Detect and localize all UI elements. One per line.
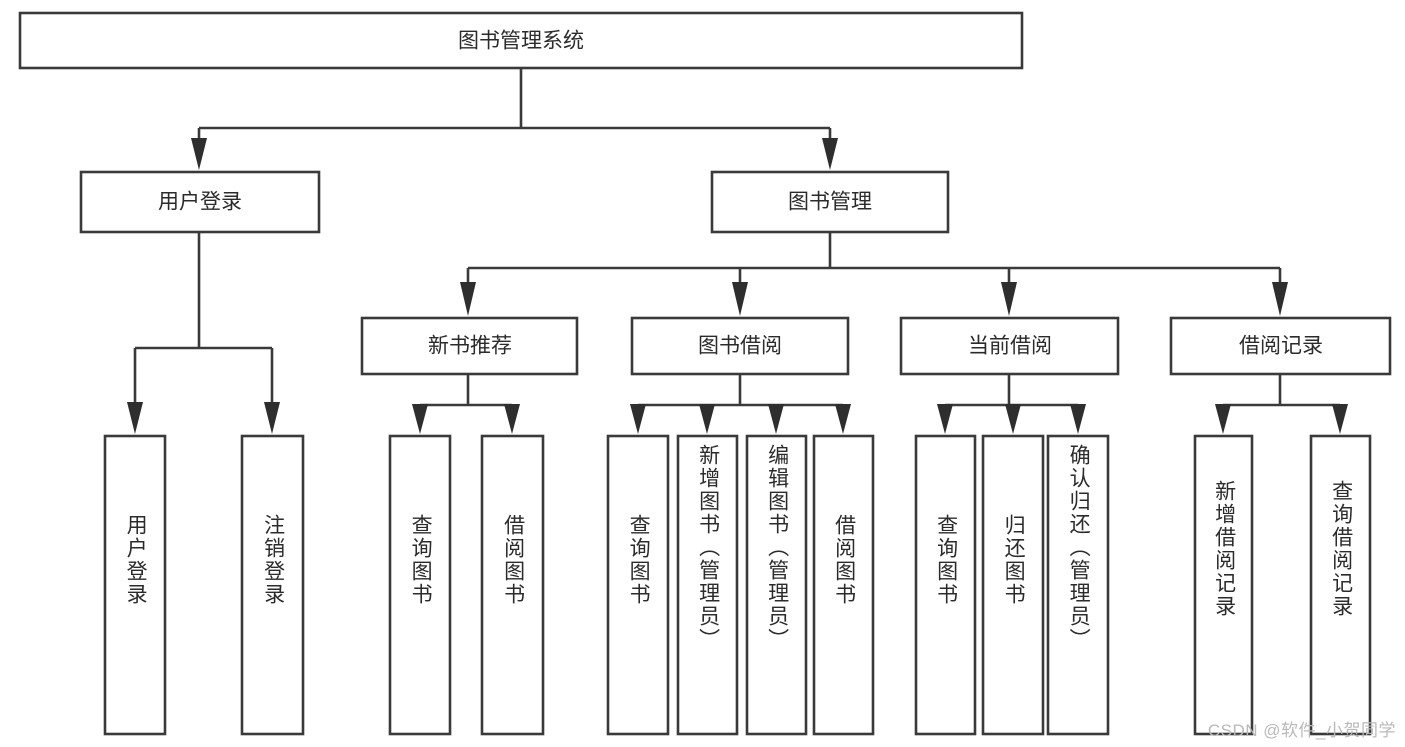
node-book-borrow-label: 图书借阅 [698, 335, 782, 358]
arrow-head-icon [1215, 404, 1231, 434]
arrow-head-icon [412, 404, 428, 434]
node-new-book-recommend[interactable] [360, 316, 579, 376]
arrow-head-icon [127, 402, 143, 434]
node-borrow-record[interactable] [1169, 316, 1392, 376]
leaf-box-return-book[interactable] [981, 434, 1045, 736]
csdn-watermark: CSDN @软件_小贺同学 [1207, 721, 1396, 740]
node-book-management[interactable] [710, 170, 950, 234]
arrow-head-icon [1272, 282, 1288, 316]
node-user-login-label: 用户登录 [158, 191, 242, 214]
node-borrow-record-label: 借阅记录 [1239, 335, 1323, 358]
connector-layer [127, 68, 1348, 434]
arrow-head-icon [460, 282, 476, 316]
leaf-box-query-book-borrow[interactable] [606, 434, 670, 736]
leaf-box-logout[interactable] [240, 434, 305, 736]
arrow-head-icon [732, 282, 748, 316]
leaf-box-add-borrow-record[interactable] [1193, 434, 1254, 736]
leaf-box-user-login[interactable] [103, 434, 167, 736]
leaf-box-confirm-return-admin[interactable] [1046, 434, 1110, 736]
leaf-box-edit-book-admin[interactable] [745, 434, 808, 736]
arrow-head-icon [504, 404, 520, 434]
leaf-box-query-book-newbook[interactable] [388, 434, 452, 736]
node-user-login[interactable] [79, 170, 321, 234]
leaf-box-add-book-admin[interactable] [676, 434, 739, 736]
node-root-book-management-system[interactable] [18, 11, 1024, 70]
arrow-head-icon [699, 404, 715, 434]
arrow-head-icon [630, 404, 646, 434]
leaf-box-query-borrow-record[interactable] [1309, 434, 1372, 736]
arrow-head-icon [1332, 404, 1348, 434]
arrow-head-icon [822, 138, 838, 170]
node-layer: 图书管理系统 用户登录 图书管理 新书推荐 图书借阅 当前借阅 借阅记录 [18, 11, 1392, 736]
arrow-head-icon [1001, 282, 1017, 316]
node-new-book-recommend-label: 新书推荐 [428, 335, 512, 358]
arrow-head-icon [768, 404, 784, 434]
leaf-box-query-book-current[interactable] [914, 434, 977, 736]
node-current-borrow[interactable] [899, 316, 1120, 376]
node-root-label: 图书管理系统 [458, 30, 584, 53]
node-book-management-label: 图书管理 [788, 191, 872, 214]
arrow-head-icon [1070, 404, 1086, 434]
arrow-head-icon [1005, 404, 1021, 434]
leaf-box-borrow-book-newbook[interactable] [480, 434, 545, 736]
arrow-head-icon [264, 402, 280, 434]
arrow-head-icon [835, 404, 851, 434]
arrow-head-icon [191, 138, 207, 170]
leaf-box-borrow-book[interactable] [812, 434, 875, 736]
node-book-borrow[interactable] [630, 316, 850, 376]
node-current-borrow-label: 当前借阅 [968, 335, 1052, 358]
arrow-head-icon [937, 404, 953, 434]
